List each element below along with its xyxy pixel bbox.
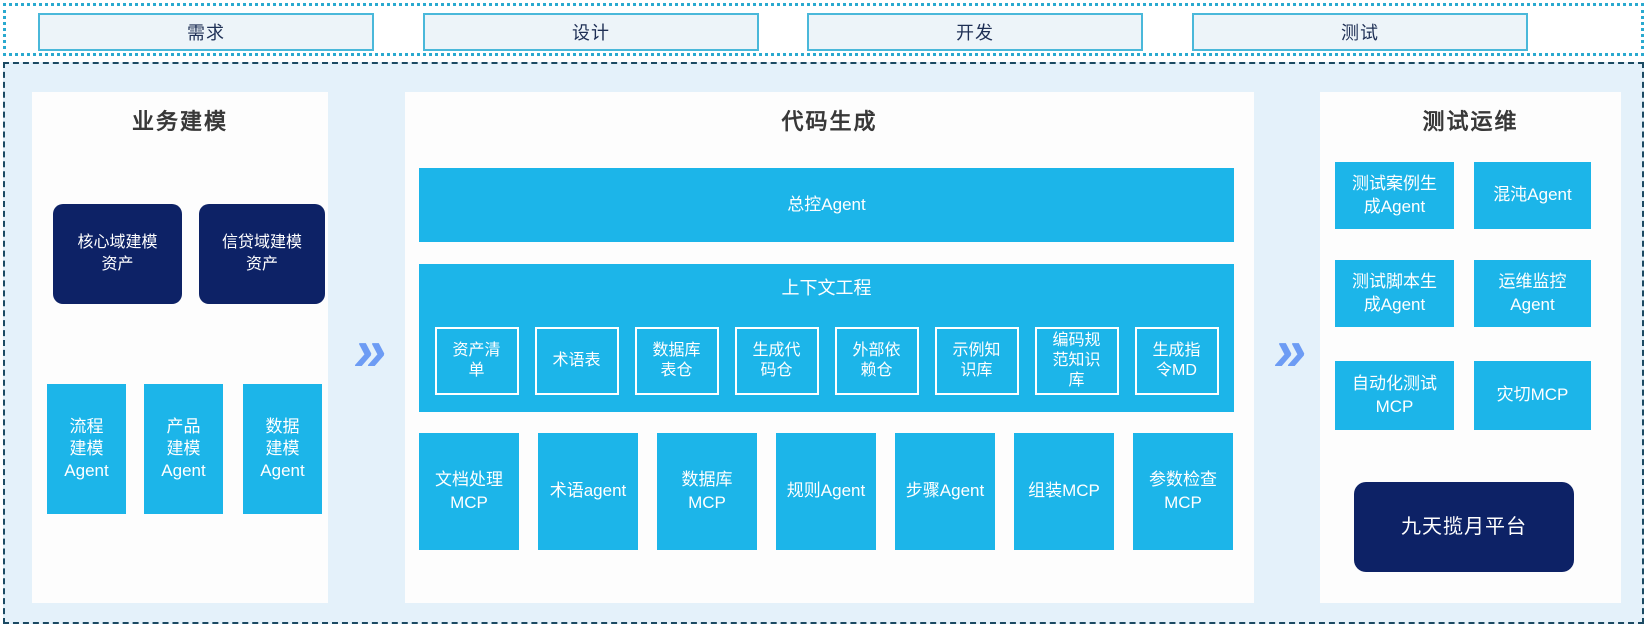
step-agent-box: 步骤Agent bbox=[895, 433, 995, 550]
terminology-agent-box: 术语agent bbox=[538, 433, 638, 550]
code-generation-title: 代码生成 bbox=[781, 109, 878, 134]
rule-agent-box: 规则Agent bbox=[776, 433, 876, 550]
business-modeling-panel: 业务建模 核心域建模 资产 信贷域建模 资产 流程 建模 Agent 产品 建模… bbox=[32, 92, 328, 603]
jiutian-platform-box: 九天揽月平台 bbox=[1354, 482, 1574, 572]
automated-test-mcp-box: 自动化测试 MCP bbox=[1335, 361, 1454, 430]
doc-processing-mcp-box: 文档处理 MCP bbox=[419, 433, 519, 550]
phase-strip: 需求 设计 开发 测试 bbox=[3, 3, 1644, 56]
chaos-agent-box: 混沌Agent bbox=[1474, 162, 1591, 229]
coding-standard-kb-box: 编码规 范知识 库 bbox=[1034, 327, 1119, 395]
phase-box-design: 设计 bbox=[423, 13, 759, 51]
credit-domain-assets-box: 信贷域建模 资产 bbox=[199, 204, 325, 304]
process-modeling-agent-box: 流程 建模 Agent bbox=[47, 384, 126, 514]
context-engineering-container: 上下文工程 资产清 单 术语表 数据库 表仓 生成代 码仓 外部依 赖仓 示例知… bbox=[419, 264, 1234, 412]
test-ops-title: 测试运维 bbox=[1422, 109, 1519, 134]
generated-code-repo-box: 生成代 码仓 bbox=[734, 327, 819, 395]
ops-monitoring-agent-box: 运维监控 Agent bbox=[1474, 260, 1591, 327]
database-mcp-box: 数据库 MCP bbox=[657, 433, 757, 550]
param-check-mcp-box: 参数检查 MCP bbox=[1133, 433, 1233, 550]
external-dependency-repo-box: 外部依 赖仓 bbox=[834, 327, 919, 395]
phase-box-development: 开发 bbox=[807, 13, 1143, 51]
data-modeling-agent-box: 数据 建模 Agent bbox=[243, 384, 322, 514]
example-knowledge-base-box: 示例知 识库 bbox=[934, 327, 1019, 395]
master-agent-bar: 总控Agent bbox=[419, 168, 1234, 242]
core-domain-assets-box: 核心域建模 资产 bbox=[53, 204, 182, 304]
asset-list-box: 资产清 单 bbox=[434, 327, 519, 395]
context-engineering-items: 资产清 单 术语表 数据库 表仓 生成代 码仓 外部依 赖仓 示例知 识库 编码… bbox=[419, 327, 1234, 395]
product-modeling-agent-box: 产品 建模 Agent bbox=[144, 384, 223, 514]
disaster-switch-mcp-box: 灾切MCP bbox=[1474, 361, 1591, 430]
phase-box-testing: 测试 bbox=[1192, 13, 1528, 51]
main-area: 业务建模 核心域建模 资产 信贷域建模 资产 流程 建模 Agent 产品 建模… bbox=[3, 62, 1644, 624]
chevron-right-icon: » bbox=[353, 318, 387, 383]
phase-box-requirements: 需求 bbox=[38, 13, 374, 51]
db-table-repo-box: 数据库 表仓 bbox=[634, 327, 719, 395]
assembly-mcp-box: 组装MCP bbox=[1014, 433, 1114, 550]
chevron-right-icon: » bbox=[1273, 318, 1307, 383]
test-ops-panel: 测试运维 测试案例生 成Agent 混沌Agent 测试脚本生 成Agent 运… bbox=[1320, 92, 1621, 603]
code-generation-panel: 代码生成 总控Agent 上下文工程 资产清 单 术语表 数据库 表仓 生成代 … bbox=[405, 92, 1254, 603]
glossary-box: 术语表 bbox=[534, 327, 619, 395]
generation-instruction-md-box: 生成指 令MD bbox=[1134, 327, 1219, 395]
business-modeling-title: 业务建模 bbox=[131, 109, 228, 134]
context-engineering-title: 上下文工程 bbox=[781, 278, 872, 298]
test-script-gen-agent-box: 测试脚本生 成Agent bbox=[1335, 260, 1454, 327]
test-case-gen-agent-box: 测试案例生 成Agent bbox=[1335, 162, 1454, 229]
